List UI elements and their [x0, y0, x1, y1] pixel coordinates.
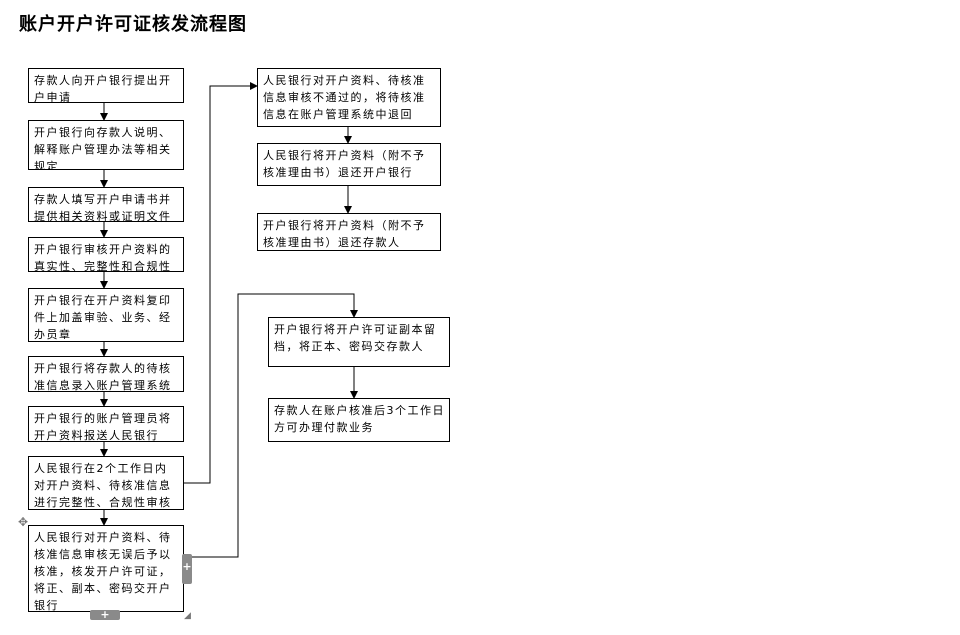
flow-step-3-text: 存款人填写开户申请书并提供相关资料或证明文件	[34, 193, 172, 222]
flow-step-5-text: 开户银行在开户资料复印件上加盖审验、业务、经办员章	[34, 294, 172, 341]
flow-step-4-text: 开户银行审核开户资料的真实性、完整性和合规性	[34, 243, 172, 272]
flow-step-2[interactable]: 开户银行向存款人说明、解释账户管理办法等相关规定	[28, 120, 184, 170]
flow-step-7-text: 开户银行的账户管理员将开户资料报送人民银行	[34, 412, 172, 442]
plus-icon[interactable]: +	[90, 609, 120, 620]
flow-step-6[interactable]: 开户银行将存款人的待核准信息录入账户管理系统	[28, 356, 184, 392]
flow-step-4[interactable]: 开户银行审核开户资料的真实性、完整性和合规性	[28, 237, 184, 272]
reject-step-1[interactable]: 人民银行对开户资料、待核准信息审核不通过的，将待核准信息在账户管理系统中退回	[257, 68, 441, 127]
reject-step-2-text: 人民银行将开户资料（附不予核准理由书）退还开户银行	[263, 149, 426, 179]
flow-step-9[interactable]: 人民银行对开户资料、待核准信息审核无误后予以核准，核发开户许可证，将正、副本、密…	[28, 525, 184, 612]
flow-step-1-text: 存款人向开户银行提出开户申请	[34, 74, 172, 103]
flow-step-3[interactable]: 存款人填写开户申请书并提供相关资料或证明文件	[28, 187, 184, 222]
flow-step-1[interactable]: 存款人向开户银行提出开户申请	[28, 68, 184, 103]
approve-step-1[interactable]: 开户银行将开户许可证副本留档，将正本、密码交存款人	[268, 317, 450, 367]
flow-step-6-text: 开户银行将存款人的待核准信息录入账户管理系统	[34, 362, 172, 392]
plus-icon[interactable]: +	[182, 554, 192, 584]
approve-step-1-text: 开户银行将开户许可证副本留档，将正本、密码交存款人	[274, 323, 437, 353]
reject-step-1-text: 人民银行对开户资料、待核准信息审核不通过的，将待核准信息在账户管理系统中退回	[263, 74, 426, 121]
reject-step-3-text: 开户银行将开户资料（附不予核准理由书）退还存款人	[263, 219, 426, 249]
approve-step-2[interactable]: 存款人在账户核准后3个工作日方可办理付款业务	[268, 398, 450, 442]
flow-step-5[interactable]: 开户银行在开户资料复印件上加盖审验、业务、经办员章	[28, 288, 184, 342]
approve-step-2-text: 存款人在账户核准后3个工作日方可办理付款业务	[274, 404, 445, 434]
arrow-l9-approve	[184, 293, 358, 558]
flow-step-9-text: 人民银行对开户资料、待核准信息审核无误后予以核准，核发开户许可证，将正、副本、密…	[34, 531, 172, 612]
flow-step-8[interactable]: 人民银行在2个工作日内对开户资料、待核准信息进行完整性、合规性审核	[28, 456, 184, 510]
flow-step-7[interactable]: 开户银行的账户管理员将开户资料报送人民银行	[28, 406, 184, 442]
page-title: 账户开户许可证核发流程图	[19, 14, 247, 35]
flow-step-2-text: 开户银行向存款人说明、解释账户管理办法等相关规定	[34, 126, 172, 170]
move-icon[interactable]: ✥	[17, 515, 29, 529]
flow-step-8-text: 人民银行在2个工作日内对开户资料、待核准信息进行完整性、合规性审核	[34, 462, 172, 509]
resize-icon[interactable]: ◢	[184, 611, 191, 621]
reject-step-3[interactable]: 开户银行将开户资料（附不予核准理由书）退还存款人	[257, 213, 441, 251]
arrow-l8-reject	[184, 82, 258, 484]
reject-step-2[interactable]: 人民银行将开户资料（附不予核准理由书）退还开户银行	[257, 143, 441, 186]
